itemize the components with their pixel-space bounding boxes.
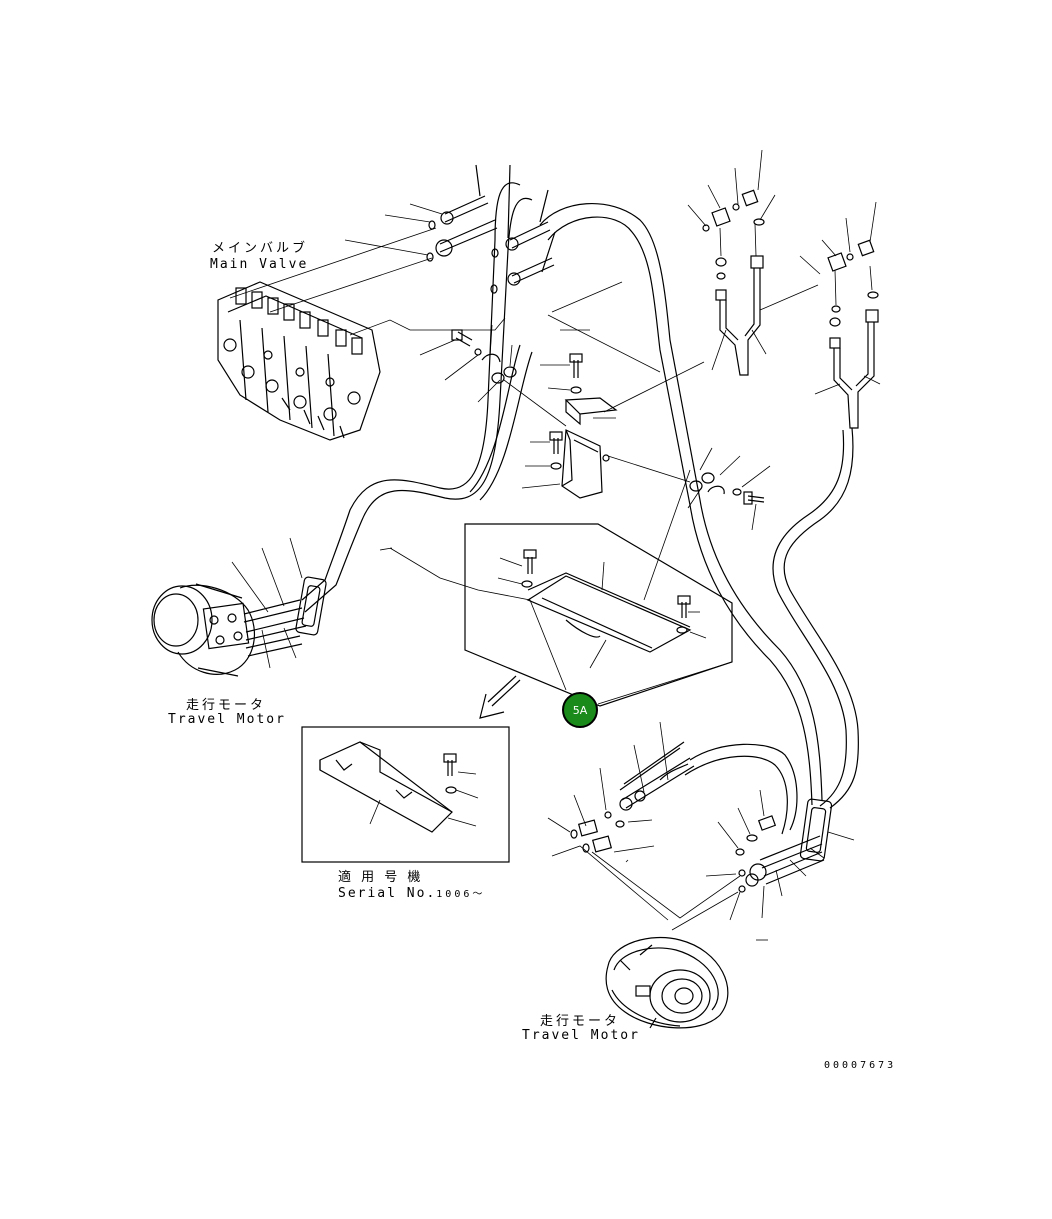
y-fitting-left [711,189,765,376]
serial-no-text: Serial No. [338,886,437,901]
left-motor-leaders [231,537,303,669]
inset-leaders [369,771,479,827]
main-valve-assembly [217,281,381,441]
hose-fittings-upper [435,164,556,286]
travel-motor-right-label-ja: 走行モータ [540,1014,621,1029]
hose-clamps [295,353,833,862]
travel-motor-left [151,583,307,677]
callout-5a-label: 5A [572,703,588,717]
serial-inset-box [301,726,510,863]
inset-arrow [479,675,521,719]
main-valve-label-ja: メインバルブ [212,241,309,256]
callout-5a[interactable]: 5A [562,692,598,728]
serial-label-en: Serial No.1006～ [338,885,485,901]
lower-fittings-leaders [547,721,855,941]
drawing-number: 00007673 [824,1060,897,1071]
travel-motor-right-label-en: Travel Motor [522,1028,640,1043]
travel-motor-left-label-en: Travel Motor [168,712,286,727]
right-motor-leaders [671,891,739,931]
lower-fittings [570,741,825,893]
detail-box-leaders [379,469,733,705]
bracket-leaders [419,281,771,531]
hose-routes [301,182,859,835]
main-valve-leaders [229,203,506,336]
y-fitting-right [827,239,879,429]
detail-box-5a [464,523,733,707]
travel-motor-left-label-ja: 走行モータ [186,698,267,713]
bracket-assembly [451,329,765,505]
y-fitting-leaders [560,149,881,395]
serial-range: 1006～ [436,889,486,900]
main-valve-label-en: Main Valve [210,257,309,272]
travel-motor-right [605,936,729,1029]
serial-label-ja: 適 用 号 機 [338,870,424,885]
